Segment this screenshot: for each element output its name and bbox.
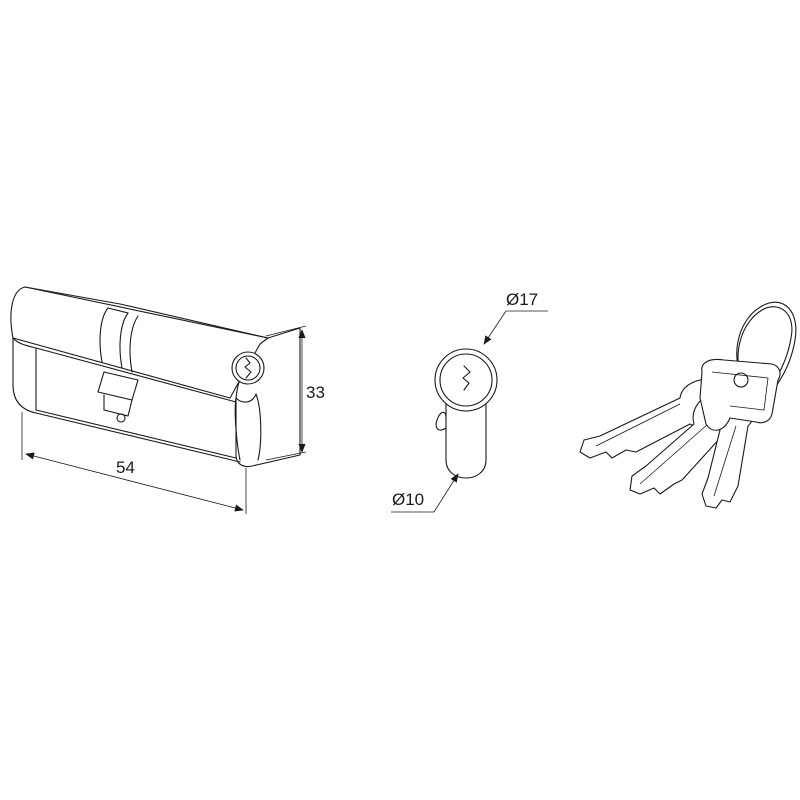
fixing-hole-icon (116, 413, 126, 423)
dimension-length: 54 (21, 412, 247, 514)
dimension-inner-diameter: Ø10 (391, 473, 459, 513)
front-keyway-outer-icon (231, 351, 265, 385)
keys-icon (579, 301, 797, 509)
cylinder-side-view (10, 286, 301, 468)
key-head-icon (699, 358, 781, 431)
dimension-height: 33 (265, 325, 325, 461)
key-hole-icon (733, 372, 749, 388)
dimension-length-label: 54 (116, 458, 135, 477)
key-ring-icon (736, 301, 797, 387)
dimension-height-label: 33 (306, 383, 325, 402)
dimension-outer-diameter: Ø17 (483, 290, 548, 345)
dimension-inner-diameter-label: Ø10 (392, 490, 424, 509)
cylinder-front-profile (434, 348, 498, 479)
dimension-outer-diameter-label: Ø17 (506, 290, 538, 309)
